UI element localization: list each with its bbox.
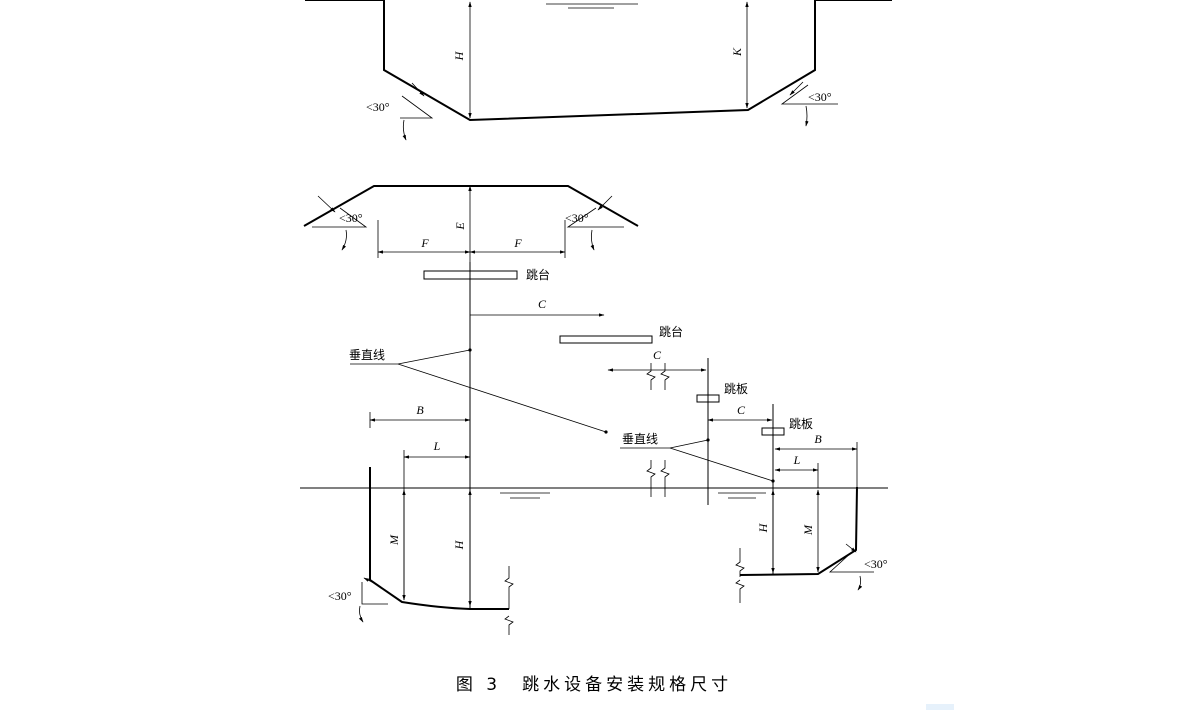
platform-upper-label: 跳台: [526, 267, 550, 282]
dim-b-left-label: B: [416, 403, 424, 417]
plumb-lines: C 垂直线 C C 垂直线: [349, 262, 775, 635]
figure-caption: 图 3 跳水设备安装规格尺寸: [455, 675, 733, 695]
platform-lower: [559, 335, 653, 344]
dim-f-right-label: F: [513, 236, 522, 250]
springboard-upper-label: 跳板: [724, 382, 748, 396]
angle-symbol-bottom-left: <30°: [328, 577, 388, 623]
lower-pool-section: B L M H B L M H <30° <30°: [300, 403, 888, 623]
dim-l-left-label: L: [433, 439, 441, 453]
top-dim-k-label: K: [730, 47, 744, 57]
top-pool-outline: [305, 0, 892, 122]
dim-f-left-label: F: [420, 236, 429, 250]
plumb-line-label-right: 垂直线: [622, 432, 658, 446]
dim-c-upper-label: C: [538, 297, 547, 311]
dim-m-right-label: M: [801, 524, 815, 536]
angle-symbol-bottom-right: <30°: [828, 543, 888, 591]
dim-e-label: E: [453, 222, 467, 231]
corner-mark: [926, 704, 954, 710]
dim-h-right-label: H: [756, 522, 770, 533]
dim-l-right-label: L: [793, 453, 801, 467]
dim-b-right-label: B: [814, 432, 822, 446]
plumb-line-label-left: 垂直线: [349, 348, 385, 362]
top-pool-section: H K <30° <30°: [305, 0, 892, 141]
right-pool-outline: [739, 486, 858, 576]
angle-symbol-ceiling-right: <30°: [565, 195, 624, 251]
dim-h-left-label: H: [452, 539, 466, 550]
springboard-lower-label: 跳板: [789, 417, 813, 431]
angle-label: <30°: [366, 100, 390, 114]
angle-symbol-ceiling-left: <30°: [312, 195, 368, 251]
top-dim-h-label: H: [452, 50, 466, 61]
angle-symbol-top-left: <30°: [366, 82, 434, 141]
ceiling-section: E F F <30° <30°: [303, 185, 639, 262]
angle-label: <30°: [565, 211, 589, 225]
equipment: 跳台 跳台 跳板 跳板: [423, 267, 813, 436]
break-marks: [504, 363, 745, 635]
dim-m-left-label: M: [387, 534, 401, 546]
angle-label: <30°: [808, 90, 832, 104]
dim-c-lower-label: C: [737, 403, 746, 417]
dim-c-middle-label: C: [653, 348, 662, 362]
angle-label: <30°: [339, 211, 363, 225]
left-pool-outline: [369, 467, 509, 610]
angle-label: <30°: [328, 589, 352, 603]
angle-label: <30°: [864, 557, 888, 571]
angle-symbol-top-right: <30°: [780, 81, 838, 127]
platform-lower-label: 跳台: [659, 324, 683, 339]
